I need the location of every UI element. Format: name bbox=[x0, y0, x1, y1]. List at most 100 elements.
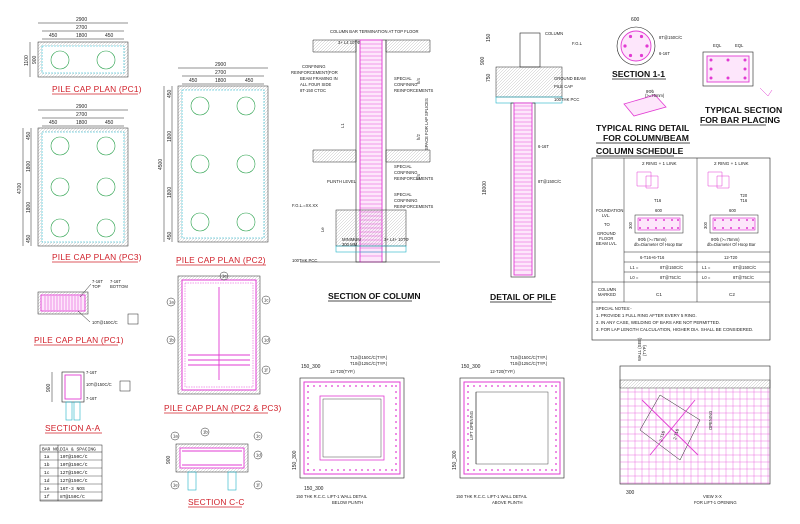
rebar-dot bbox=[391, 469, 393, 471]
rebar-dot bbox=[722, 219, 724, 221]
rebar-dot bbox=[730, 219, 732, 221]
rebar-dot bbox=[645, 44, 649, 48]
pc2-height: 4500 bbox=[158, 159, 164, 170]
sched-cm2: MARKED bbox=[598, 292, 616, 297]
note-2: 2. IN ANY CASE, WELDING OF BARS ARE NOT … bbox=[596, 320, 720, 325]
rebar-dot bbox=[379, 469, 381, 471]
rebar-dot bbox=[555, 439, 557, 441]
bartable-dia: 8T@150C/C bbox=[60, 494, 85, 500]
rebar-dot bbox=[555, 469, 557, 471]
pile-cap-plan-pc1: 2900 2700 450 1800 450 1100 900 PILE CAP… bbox=[24, 17, 142, 95]
bartable-h2: DIA & SPACING bbox=[60, 447, 96, 453]
bartable-dia: 12T@150C/C bbox=[60, 478, 88, 484]
rebar-dot bbox=[491, 385, 493, 387]
w2-l3: 12-T20(TYP.) bbox=[490, 369, 515, 374]
vx-title1: VIEW X-X bbox=[703, 494, 722, 499]
pc2-width2: 2700 bbox=[215, 70, 226, 76]
col-min: MINIMUM bbox=[342, 237, 361, 242]
sched-d2: 300 bbox=[703, 221, 708, 229]
rebar-dot bbox=[746, 227, 748, 229]
pc2-width: 2900 bbox=[215, 62, 226, 68]
rebar-dot bbox=[367, 469, 369, 471]
rebar-dot bbox=[738, 219, 740, 221]
pc1-width2: 2700 bbox=[76, 25, 87, 31]
seccc-title: SECTION C-C bbox=[188, 497, 245, 507]
rebar-dot bbox=[313, 385, 315, 387]
rebar-dot bbox=[325, 385, 327, 387]
w1-l3: 12-T20(TYP.) bbox=[330, 369, 355, 374]
rebar-dot bbox=[555, 445, 557, 447]
rebar-dot bbox=[647, 227, 649, 229]
rebar-dot bbox=[467, 385, 469, 387]
rebar-dot bbox=[521, 469, 523, 471]
rebar-dot bbox=[655, 219, 657, 221]
rebar-dot bbox=[307, 391, 309, 393]
col-lap-space: SPACE FOR LAP SPLICES bbox=[424, 98, 429, 150]
sched-r1b: LVL. bbox=[602, 213, 610, 218]
col-le: Le bbox=[320, 227, 325, 232]
rebar-dot bbox=[752, 219, 754, 221]
col-pcc: 100THK PCC bbox=[292, 258, 317, 263]
rebar-dot bbox=[307, 469, 309, 471]
sec11-bars: 6-16T bbox=[659, 51, 670, 56]
section-a-a: 900 7-16T 10T@150C/C 7-16T SECTION A-A bbox=[45, 370, 131, 434]
pc3-width2: 2700 bbox=[76, 112, 87, 118]
sched-d1: 300 bbox=[628, 221, 633, 229]
rebar-dot bbox=[467, 415, 469, 417]
rebar-dot bbox=[738, 227, 740, 229]
ring-title2: FOR COLUMN/BEAM bbox=[603, 133, 689, 143]
rebar-dot bbox=[722, 227, 724, 229]
pile-cap-plan-pc2: 2900 2700 450 1800 450 4500 450 1800 180… bbox=[158, 62, 269, 266]
rebar-dot bbox=[395, 391, 397, 393]
col-conf4: ALL FOUR SIDE bbox=[300, 82, 331, 87]
rebar-dot bbox=[555, 415, 557, 417]
sched-n1: 8Φb (>=75mm) bbox=[638, 237, 667, 242]
pc3-h1: 1800 bbox=[26, 161, 32, 172]
vx-d: 300 bbox=[626, 490, 635, 496]
vx-open: OPENING bbox=[708, 411, 713, 430]
rebar-dot bbox=[467, 403, 469, 405]
pc2-s3: 450 bbox=[245, 78, 254, 84]
rebar-dot bbox=[555, 421, 557, 423]
w1-title2: BELOW PLINTH bbox=[332, 500, 363, 505]
pile-d4: 150 bbox=[486, 33, 492, 42]
rebar-dot bbox=[539, 385, 541, 387]
rebar-dot bbox=[467, 391, 469, 393]
cc-1f: 1f bbox=[256, 483, 260, 488]
pc1-title: PILE CAP PLAN (PC1) bbox=[52, 84, 142, 94]
bartable-dia: 12T@150C/C bbox=[60, 470, 88, 476]
rebar-dot bbox=[467, 445, 469, 447]
wall-detail-above-plinth: T10@150C/C(TYP.) T10@125C/C(TYP.) 12-T20… bbox=[452, 355, 565, 505]
rebar-dot bbox=[395, 415, 397, 417]
rebar-dot bbox=[527, 469, 529, 471]
pile-fgl: F.G.L bbox=[572, 41, 583, 46]
sched-n2: db=Diameter Of Hoop Bar bbox=[634, 242, 683, 247]
rebar-dot bbox=[628, 34, 633, 39]
rebar-dot bbox=[671, 227, 673, 229]
pc1r-top: TOP bbox=[92, 284, 101, 289]
col-lap-bot: 3+ L4+ 10TΦ bbox=[384, 237, 409, 242]
rebar-dot bbox=[391, 385, 393, 387]
rebar-dot bbox=[319, 385, 321, 387]
rebar-dot bbox=[467, 409, 469, 411]
cc-1b: 1b bbox=[203, 430, 208, 435]
rebar-dot bbox=[355, 469, 357, 471]
sched-r2: GROUND bbox=[597, 231, 616, 236]
rebar-dot bbox=[331, 469, 333, 471]
sched-title: COLUMN SCHEDULE bbox=[596, 146, 684, 156]
rebar-dot bbox=[509, 385, 511, 387]
col-top-note: COLUMN BAR TERMINATION AT TOP FLOOR bbox=[330, 29, 419, 34]
ring-lbl2: (>=75mm) bbox=[645, 93, 665, 98]
vx-b2: 2-T16 bbox=[658, 430, 666, 443]
detail-of-pile: COLUMN F.G.L GROUND BEAM PILE CAP 100THK… bbox=[480, 31, 586, 303]
rebar-dot bbox=[473, 385, 475, 387]
pc23-mark-1b: 1b bbox=[169, 338, 174, 343]
pile-cap-plan-pc1-rebar: 7-16T TOP 7-16T BOTTOM 10T@150C/C PILE C… bbox=[34, 279, 139, 346]
vx-title2: FOR LIFT-1 OPENING bbox=[694, 500, 737, 505]
rebar-dot bbox=[337, 469, 339, 471]
bp-title2: FOR BAR PLACING bbox=[700, 115, 781, 125]
rebar-dot bbox=[527, 385, 529, 387]
rebar-dot bbox=[361, 385, 363, 387]
